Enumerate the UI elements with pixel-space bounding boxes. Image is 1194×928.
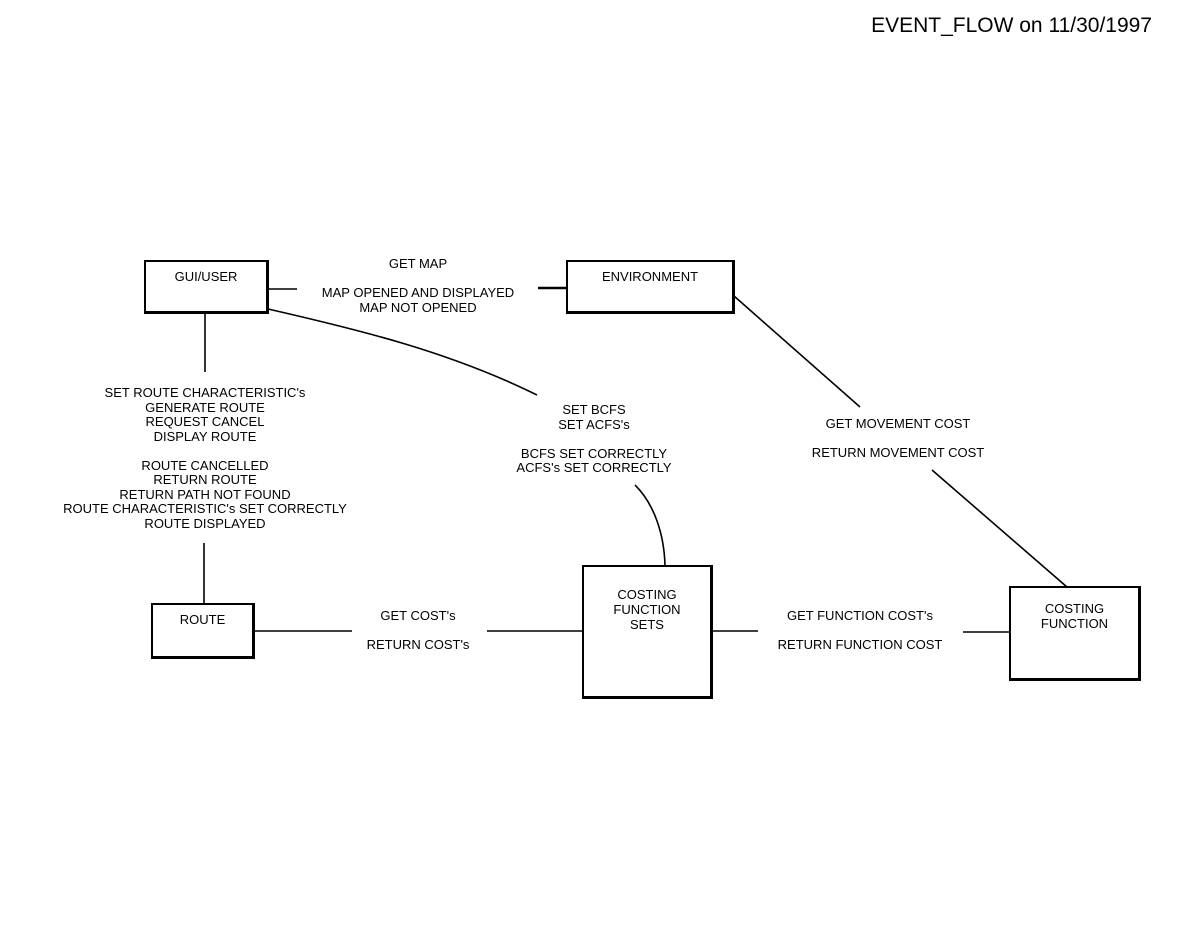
connector-gui-cfs-bottom [634,484,666,566]
flow-request: GET MAP [388,256,448,271]
connector-env-cf-bottom [931,469,1068,588]
flow-request: SET ROUTE CHARACTERISTIC's [104,385,306,400]
flow-response: BCFS SET CORRECTLY [520,445,668,461]
flow-request: GET FUNCTION COST's [787,608,933,623]
flow-response: ROUTE CANCELLED [141,457,269,473]
flow-request: SET BCFS [562,402,626,417]
flow-gui-route-labels: SET ROUTE CHARACTERISTIC's GENERATE ROUT… [63,385,347,531]
node-label-line: COSTING [1044,601,1105,616]
flow-gui-env-labels: GET MAP MAP OPENED AND DISPLAYED MAP NOT… [321,256,515,315]
flow-env-cf-labels: GET MOVEMENT COST RETURN MOVEMENT COST [811,416,985,461]
flow-response: MAP NOT OPENED [359,299,477,315]
flow-request: GET COST's [380,608,456,623]
node-label-line: FUNCTION [613,602,681,617]
flow-gui-cfs-labels: SET BCFS SET ACFS's BCFS SET CORRECTLY A… [516,402,672,476]
node-costing-function-sets: COSTING FUNCTION SETS [582,565,713,699]
node-costing-function: COSTING FUNCTION [1009,586,1141,681]
flow-response: RETURN MOVEMENT COST [811,445,985,460]
diagram-title: EVENT_FLOW on 11/30/1997 [871,14,1152,37]
flow-request: GENERATE ROUTE [145,399,265,415]
flow-response: ROUTE DISPLAYED [144,515,266,531]
node-environment: ENVIRONMENT [566,260,735,314]
flow-response: RETURN COST's [366,637,470,652]
connector-gui-cfs-top [267,308,538,396]
flow-response: RETURN ROUTE [153,472,257,487]
node-gui-user: GUI/USER [144,260,269,314]
flow-request: SET ACFS's [558,416,630,432]
flow-response: ROUTE CHARACTERISTIC's SET CORRECTLY [63,501,347,516]
flow-route-cfs-labels: GET COST's RETURN COST's [366,608,470,653]
flow-cfs-cf-labels: GET FUNCTION COST's RETURN FUNCTION COST [777,608,943,653]
flow-response: RETURN FUNCTION COST [777,637,943,652]
node-label: GUI/USER [174,269,238,284]
node-route: ROUTE [151,603,255,659]
flow-response: ACFS's SET CORRECTLY [516,460,672,475]
node-label-line: SETS [630,617,664,632]
connector-env-cf-top [733,295,861,408]
node-label-line: FUNCTION [1040,616,1109,631]
node-label-line: COSTING [617,587,677,602]
flow-response: MAP OPENED AND DISPLAYED [321,285,515,300]
flow-request: DISPLAY ROUTE [153,428,257,444]
node-label: ENVIRONMENT [601,269,699,284]
flow-request: REQUEST CANCEL [145,414,265,429]
flow-request: GET MOVEMENT COST [825,416,971,431]
node-label: ROUTE [179,612,226,627]
flow-response: RETURN PATH NOT FOUND [119,486,291,502]
